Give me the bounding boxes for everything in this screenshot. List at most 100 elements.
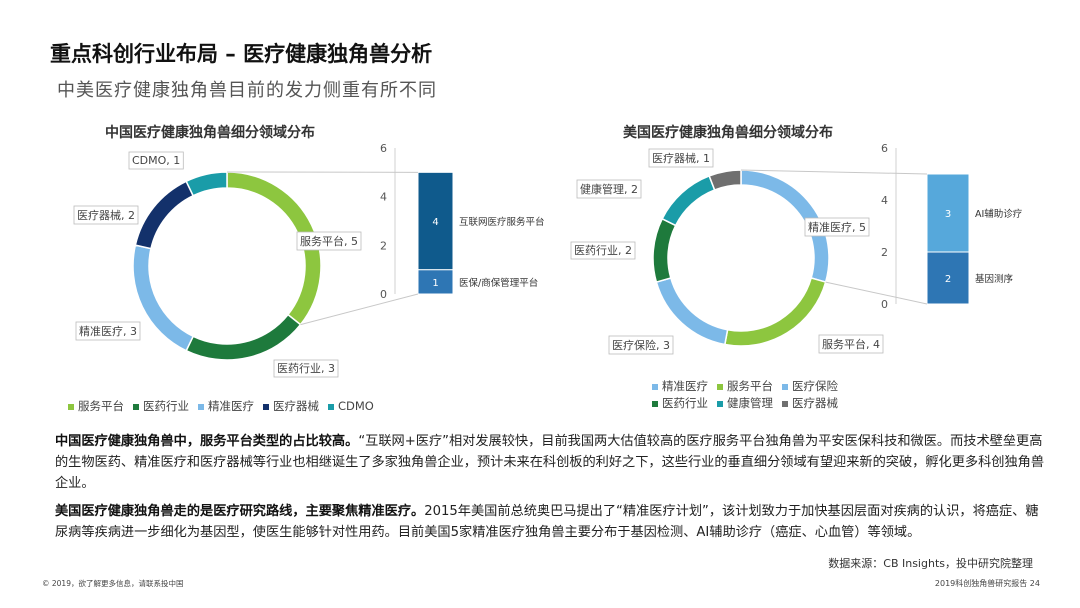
cn-bar-label-insurance-platform: 医保/商保管理平台	[459, 277, 538, 289]
page-title: 重点科创行业布局 – 医疗健康独角兽分析	[50, 42, 433, 66]
cn-slice-label-precision-medicine: 精准医疗, 3	[79, 324, 137, 338]
us-slice-label-box	[576, 179, 642, 199]
us-bar-label-gene-sequencing: 基因测序	[975, 273, 1014, 285]
cn-slice-label-box	[128, 151, 184, 170]
legend-swatch	[68, 403, 74, 410]
cn-legend-item-precision-medicine: 精准医疗	[198, 398, 254, 415]
paragraph-us-lead: 美国医疗健康独角兽走的是医疗研究路线，主要聚焦精准医疗。	[55, 504, 425, 519]
us-slice-label-box	[804, 217, 870, 237]
legend-label: 精准医疗	[662, 379, 708, 393]
us-slice-label-health-management: 健康管理, 2	[580, 182, 638, 196]
cn-bar-value-insurance-platform: 1	[432, 278, 438, 289]
us-slice-label-box	[648, 148, 714, 168]
cn-slice-label-pharma: 医药行业, 3	[277, 362, 335, 375]
us-legend-item-medical-device: 医疗器械	[782, 395, 838, 412]
us-slice-label-box	[570, 241, 636, 260]
us-chart-title: 美国医疗健康独角兽细分领域分布	[623, 125, 833, 141]
legend-swatch	[328, 403, 334, 410]
legend-label: 健康管理	[727, 396, 773, 410]
us-slice-medical-insurance	[655, 277, 729, 346]
legend-swatch	[133, 403, 139, 410]
cn-chart-title: 中国医疗健康独角兽细分领域分布	[105, 125, 315, 141]
legend-label: 服务平台	[78, 399, 124, 413]
us-bar-segment-ai-diagnosis	[926, 173, 970, 253]
cn-slice-label-box	[296, 231, 362, 251]
us-legend-item-service-platform: 服务平台	[717, 378, 773, 395]
legend-swatch	[263, 403, 269, 410]
legend-label: 医药行业	[662, 396, 708, 410]
us-bar-tick: 0	[881, 298, 888, 311]
cn-slice-pharma	[185, 313, 302, 361]
us-bar-segment-gene-sequencing	[926, 251, 970, 305]
page-subtitle: 中美医疗健康独角兽目前的发力侧重有所不同	[57, 80, 437, 101]
cn-bar-tick: 0	[380, 288, 387, 301]
legend-label: 医疗器械	[792, 396, 838, 410]
cn-slice-label-box	[273, 359, 339, 378]
cn-legend: 服务平台 医药行业 精准医疗 医疗器械 CDMO	[68, 398, 488, 415]
us-bar-value-gene-sequencing: 2	[945, 274, 951, 285]
us-bar-tick: 6	[881, 142, 888, 155]
us-connector-top	[740, 169, 928, 175]
us-legend-item-pharma: 医药行业	[652, 395, 708, 412]
paragraph-us: 美国医疗健康独角兽走的是医疗研究路线，主要聚焦精准医疗。2015年美国前总统奥巴…	[55, 501, 1045, 543]
paragraph-china-lead: 中国医疗健康独角兽中，服务平台类型的占比较高。	[55, 434, 359, 449]
us-slice-label-medical-insurance: 医疗保险, 3	[612, 338, 670, 352]
us-bar-value-ai-diagnosis: 3	[945, 209, 951, 220]
cn-bar-tick: 4	[380, 191, 387, 204]
cn-legend-item-pharma: 医药行业	[133, 398, 189, 415]
us-slice-service-platform	[723, 277, 827, 347]
legend-label: 医药行业	[143, 399, 189, 413]
us-legend: 精准医疗 服务平台 医疗保险医药行业 健康管理 医疗器械	[652, 378, 912, 412]
legend-swatch	[198, 403, 204, 410]
us-legend-item-precision-medicine: 精准医疗	[652, 378, 708, 395]
paragraph-china-text: “互联网+医疗”相对发展较快，目前我国两大估值较高的医疗服务平台独角兽为平安医保…	[55, 434, 1045, 491]
legend-swatch	[652, 400, 658, 407]
us-slice-label-service-platform: 服务平台, 4	[822, 337, 880, 351]
us-connector-bottom	[825, 281, 928, 305]
cn-legend-item-service-platform: 服务平台	[68, 398, 124, 415]
cn-bar-tick: 6	[380, 142, 387, 155]
us-slice-medical-device	[708, 169, 742, 191]
cn-slice-label-medical-device: 医疗器械, 2	[77, 208, 135, 222]
cn-slice-label-box	[73, 205, 139, 225]
cn-slice-precision-medicine	[132, 244, 195, 352]
legend-swatch	[717, 400, 723, 407]
us-legend-item-medical-insurance: 医疗保险	[782, 378, 838, 395]
legend-label: 医疗保险	[792, 379, 838, 393]
legend-label: 服务平台	[727, 379, 773, 393]
us-slice-label-box	[818, 334, 884, 354]
legend-label: 医疗器械	[273, 399, 319, 413]
legend-label: 精准医疗	[208, 399, 254, 413]
cn-connector-bottom	[300, 293, 419, 326]
us-chart: 精准医疗, 5 服务平台, 4 医疗保险, 3 医药行业, 2 健康管理, 2 医疗器械,…	[570, 142, 1023, 355]
cn-bar-tick: 2	[380, 239, 387, 252]
cn-legend-item-cdmo: CDMO	[328, 398, 374, 415]
us-slice-label-precision-medicine: 精准医疗, 5	[808, 220, 866, 234]
footer-copyright: © 2019，欲了解更多信息，请联系投中国	[42, 579, 184, 588]
cn-bar-segment-internet-service-platform	[417, 171, 454, 271]
cn-slice-label-cdmo: CDMO, 1	[132, 154, 180, 167]
us-slice-label-box	[608, 335, 674, 355]
cn-legend-item-medical-device: 医疗器械	[263, 398, 319, 415]
legend-label: CDMO	[338, 399, 374, 413]
paragraph-china: 中国医疗健康独角兽中，服务平台类型的占比较高。“互联网+医疗”相对发展较快，目前…	[55, 431, 1045, 494]
us-bar-tick: 2	[881, 246, 888, 259]
us-bar-label-ai-diagnosis: AI辅助诊疗	[975, 208, 1023, 220]
cn-slice-label-box	[75, 321, 141, 341]
legend-swatch	[782, 383, 788, 390]
legend-swatch	[782, 400, 788, 407]
cn-slice-medical-device	[134, 180, 195, 250]
us-slice-label-medical-device: 医疗器械, 1	[652, 151, 710, 165]
legend-swatch	[652, 383, 658, 390]
us-bar-tick: 4	[881, 194, 888, 207]
cn-bar-value-internet-service-platform: 4	[432, 217, 438, 228]
us-slice-health-management	[661, 174, 716, 227]
us-legend-item-health-management: 健康管理	[717, 395, 773, 412]
cn-slice-cdmo	[185, 171, 228, 197]
cn-chart: 服务平台, 5 医药行业, 3 精准医疗, 3 医疗器械, 2 CDMO, 1 0 2 4 6 1…	[73, 142, 545, 378]
cn-slice-label-service-platform: 服务平台, 5	[300, 234, 358, 248]
us-slice-pharma	[652, 217, 677, 284]
data-source: 数据来源：CB Insights，投中研究院整理	[828, 557, 1033, 570]
cn-bar-label-internet-service-platform: 互联网医疗服务平台	[459, 216, 545, 228]
us-slice-label-pharma: 医药行业, 2	[574, 244, 632, 257]
